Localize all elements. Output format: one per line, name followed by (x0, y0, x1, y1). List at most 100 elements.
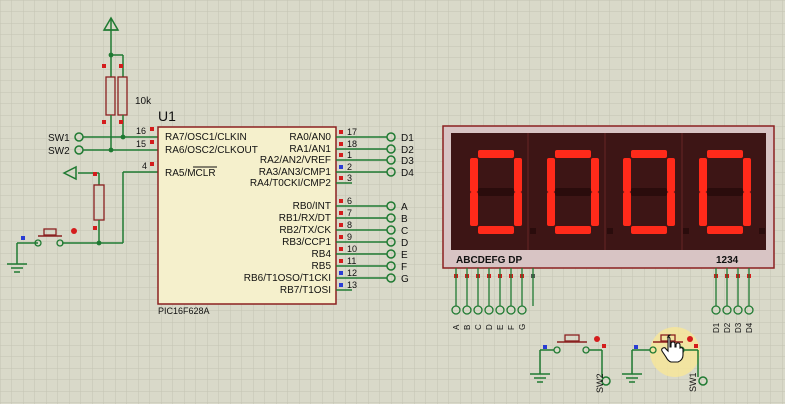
mcu-pin-16[interactable]: 16 RA7/OSC1/CLKIN (136, 126, 247, 143)
svg-text:RB1/RX/DT: RB1/RX/DT (279, 213, 331, 224)
display-pin-label-B: B (463, 325, 472, 330)
pushbutton-sw2-label: SW2 (595, 373, 605, 393)
sw2-input-label: SW2 (48, 146, 70, 157)
segment-f (623, 158, 631, 192)
svg-text:3: 3 (347, 173, 352, 183)
svg-text:RA1/AN1: RA1/AN1 (289, 144, 331, 155)
digit-4 (699, 150, 765, 234)
segment-a (478, 150, 514, 158)
segment-a (631, 150, 667, 158)
segment-e (547, 192, 555, 226)
svg-text:RA6/OSC2/CLKOUT: RA6/OSC2/CLKOUT (165, 145, 258, 156)
display-digit-label-D4: D4 (745, 322, 754, 333)
svg-text:15: 15 (136, 139, 146, 149)
pushbutton-sw2[interactable] (530, 334, 611, 386)
segment-b (743, 158, 751, 192)
net-label-E: E (401, 250, 408, 261)
display-segment-pin-4[interactable] (484, 268, 494, 315)
display-segment-pin-8[interactable] (531, 268, 535, 306)
display-segment-pin-2[interactable] (462, 268, 472, 315)
segment-b (591, 158, 599, 192)
svg-text:12: 12 (347, 268, 357, 278)
reset-pushbutton[interactable] (21, 228, 77, 247)
display-pin-label-F: F (507, 325, 516, 330)
svg-text:RB4: RB4 (312, 249, 332, 260)
segment-b (667, 158, 675, 192)
display-segment-pin-6[interactable] (506, 268, 516, 315)
svg-text:RB5: RB5 (312, 261, 332, 272)
segment-g (707, 188, 743, 196)
sw1-input-label: SW1 (48, 133, 70, 144)
net-label-D2: D2 (401, 145, 414, 156)
display-segment-pin-5[interactable] (495, 268, 505, 315)
segment-c (667, 192, 675, 226)
svg-text:11: 11 (347, 256, 356, 266)
mcu-pin-3[interactable]: RA4/T0CKI/CMP2 3 (250, 173, 352, 189)
net-label-A: A (401, 202, 408, 213)
mcu-pin-15[interactable]: 15 RA6/OSC2/CLKOUT (136, 139, 258, 156)
display-pin-label-E: E (496, 325, 505, 330)
svg-text:10: 10 (347, 244, 357, 254)
net-label-D4: D4 (401, 168, 414, 179)
mcu-pin-4[interactable]: 4 RA5/MCLR (142, 161, 217, 179)
pullup-resistor-pack[interactable] (102, 52, 128, 150)
segment-e (470, 192, 478, 226)
display-segment-pin-1[interactable] (451, 268, 461, 315)
net-label-D3: D3 (401, 156, 414, 167)
svg-text:17: 17 (347, 127, 357, 137)
svg-text:RA2/AN2/VREF: RA2/AN2/VREF (260, 155, 331, 166)
sw1-input-terminal[interactable] (74, 132, 158, 142)
svg-text:13: 13 (347, 280, 357, 290)
mclr-network[interactable] (62, 165, 158, 246)
hand-cursor-icon (661, 334, 684, 363)
svg-text:16: 16 (136, 126, 146, 136)
svg-text:1: 1 (347, 150, 352, 160)
mcu-pin-10[interactable]: RB4 10E (312, 244, 408, 261)
net-label-D1: D1 (401, 133, 414, 144)
svg-text:RA0/AN0: RA0/AN0 (289, 132, 331, 143)
display-digit-pin-D4[interactable]: D4 (744, 268, 754, 333)
display-digit-pin-D1[interactable]: D1 (711, 268, 721, 333)
sw2-input-terminal[interactable] (74, 145, 158, 155)
display-segment-pin-3[interactable] (473, 268, 483, 315)
segment-pins-header: ABCDEFG DP (456, 255, 522, 266)
display-pin-label-G: G (518, 324, 527, 330)
segment-dp (530, 228, 536, 234)
segment-d (631, 226, 667, 234)
segment-c (514, 192, 522, 226)
segment-d (555, 226, 591, 234)
segment-dp (607, 228, 613, 234)
segment-d (707, 226, 743, 234)
mcu-part-label: PIC16F628A (158, 306, 210, 316)
digit-2 (547, 150, 613, 234)
seven-segment-display[interactable]: ABCDEFG DP 1234 (442, 125, 775, 269)
display-digit-pin-D3[interactable]: D3 (733, 268, 743, 333)
svg-text:RA4/T0CKI/CMP2: RA4/T0CKI/CMP2 (250, 178, 332, 189)
mcu-pin-1[interactable]: RA2/AN2/VREF 1D3 (260, 150, 414, 167)
segment-b (514, 158, 522, 192)
digit-1 (470, 150, 536, 234)
svg-text:4: 4 (142, 161, 147, 171)
svg-text:RA7/OSC1/CLKIN: RA7/OSC1/CLKIN (165, 132, 247, 143)
segment-dp (759, 228, 765, 234)
mcu-chip-body[interactable] (157, 126, 337, 305)
power-terminal[interactable] (102, 16, 120, 55)
svg-text:RA3/AN3/CMP1: RA3/AN3/CMP1 (259, 167, 332, 178)
segment-a (707, 150, 743, 158)
pushbutton-sw1-label: SW1 (688, 372, 698, 392)
display-segment-pin-7[interactable] (517, 268, 527, 315)
display-digit-pin-D2[interactable]: D2 (722, 268, 732, 333)
